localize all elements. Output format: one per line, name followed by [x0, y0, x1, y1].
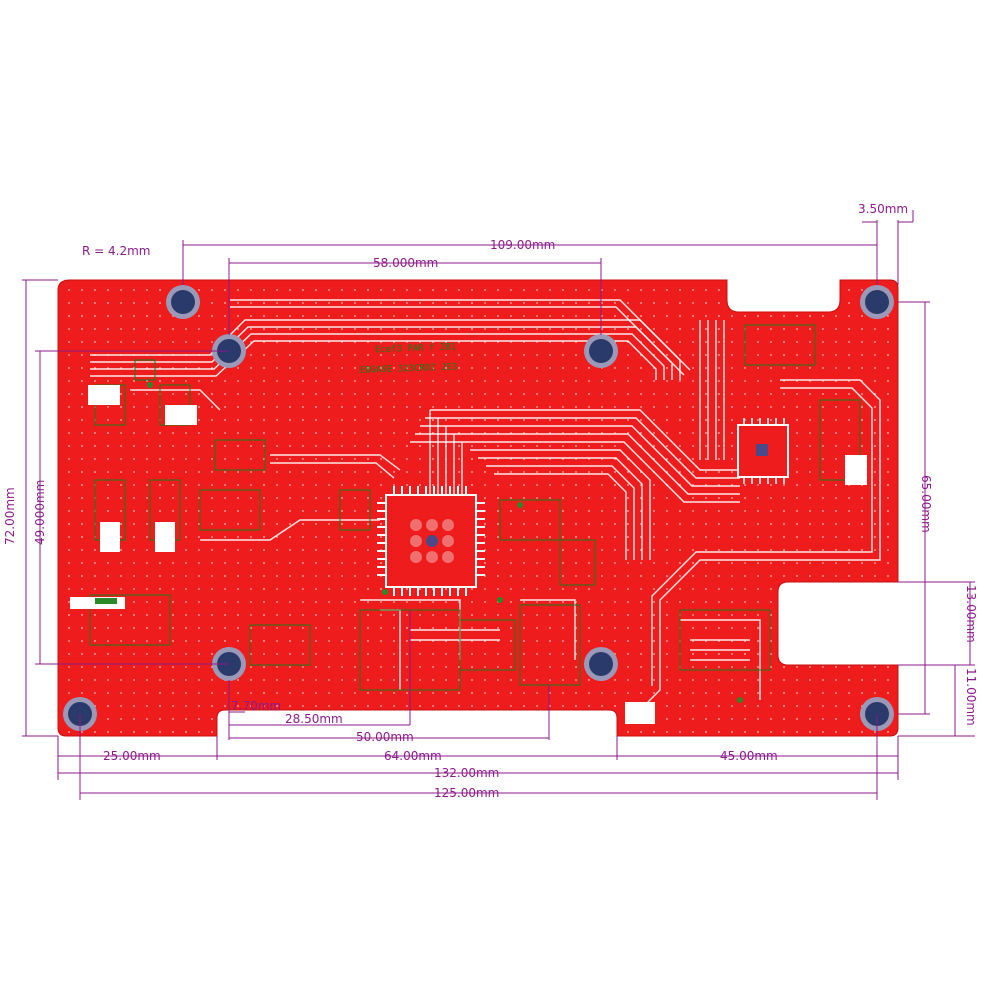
dim-25: 25.00mm — [103, 749, 161, 763]
dim-7-70: 7.70mm — [231, 699, 281, 713]
dim-13: 13.00mm — [964, 585, 978, 643]
silkscreen: Ecef3 PAR f 2B1 EBGA9E 323CRDZ 2E3 — [360, 342, 458, 375]
radius-label: R = 4.2mm — [82, 244, 150, 258]
mounting-hole-icon — [166, 285, 200, 319]
qfp-ic-icon — [410, 519, 454, 563]
silkscreen-line-1: Ecef3 PAR f 2B1 — [375, 342, 457, 355]
dim-109: 109.00mm — [490, 238, 555, 252]
pcb-board — [57, 279, 899, 737]
dim-45: 45.00mm — [720, 749, 778, 763]
components — [70, 324, 867, 724]
via-pattern — [58, 280, 898, 736]
mounting-holes — [63, 285, 894, 731]
qfn-ic-icon — [756, 444, 768, 456]
mounting-hole-icon — [860, 285, 894, 319]
copper-traces — [90, 299, 881, 721]
dim-64: 64.00mm — [384, 749, 442, 763]
dim-11: 11.00mm — [964, 668, 978, 726]
mounting-hole-icon — [584, 334, 618, 368]
dim-50: 50.00mm — [356, 730, 414, 744]
mounting-hole-icon — [584, 647, 618, 681]
dim-28-50: 28.50mm — [285, 712, 343, 726]
dim-125: 125.00mm — [434, 786, 499, 800]
dimension-labels: R = 4.2mm 3.50mm 109.00mm 58.000mm 72.00… — [3, 202, 978, 800]
silkscreen-line-2: EBGA9E 323CRDZ 2E3 — [360, 362, 458, 375]
dim-65: 65.00mm — [919, 475, 933, 533]
dimension-lines — [22, 210, 975, 800]
dim-58: 58.000mm — [373, 256, 438, 270]
dim-132: 132.00mm — [434, 766, 499, 780]
dim-49: 49.000mm — [33, 480, 47, 545]
dim-72: 72.00mm — [3, 487, 17, 545]
dim-3-50: 3.50mm — [858, 202, 908, 216]
